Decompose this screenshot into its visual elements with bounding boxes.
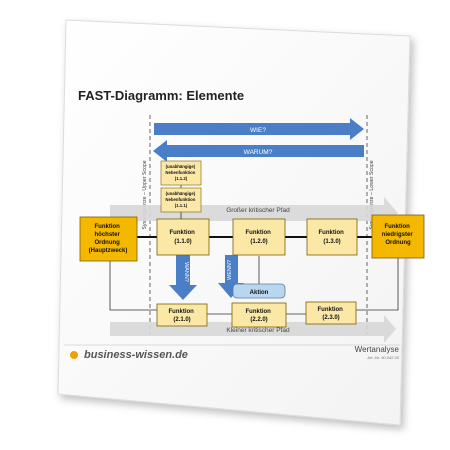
when-arrow-1 xyxy=(169,255,197,300)
footer-title: Wertanalyse xyxy=(354,345,399,354)
function-230-box: Funktion (2.3.0) xyxy=(305,301,357,325)
highest-line-4: (Hauptzweck) xyxy=(89,248,128,254)
lowest-line-1: Funktion xyxy=(385,224,411,230)
function-120-box: Funktion (1.2.0) xyxy=(232,218,286,256)
highest-order-function-box: Funktion höchster Ordnung (Hauptzweck) xyxy=(79,216,138,262)
f220-line-1: Funktion xyxy=(246,309,272,315)
svg-text:Funktion (1.1.0): Funktion (1.1.0) xyxy=(170,230,197,245)
function-210-box: Funktion (2.1.0) xyxy=(156,303,208,327)
side-function-111-box: (unabhängige) Nebenfunktion (1.1.1) xyxy=(160,187,202,213)
svg-text:Funktion höchster: Funktion höchster Ordnung (Hauptzweck) xyxy=(89,224,128,254)
document-title: FAST-Diagramm: Elemente xyxy=(78,88,245,103)
minor-critical-path-label: Kleiner kritischer Pfad xyxy=(226,327,290,334)
nf111-line-1: (unabhängige) xyxy=(166,191,196,196)
f130-line-2: (1.3.0) xyxy=(323,239,340,245)
nf111-line-2: Nebenfunktion xyxy=(165,197,195,202)
connector-low-right xyxy=(355,258,399,311)
when-arrow-2-label: WENN? xyxy=(227,260,233,280)
f130-line-1: Funktion xyxy=(319,230,345,236)
svg-text:Funktion (1.2.0): Funktion (1.2.0) xyxy=(246,230,273,245)
f120-line-1: Funktion xyxy=(246,230,272,236)
connector-low-left xyxy=(109,258,158,311)
f110-line-1: Funktion xyxy=(170,230,196,236)
action-box: Aktion xyxy=(232,283,286,299)
highest-line-2: höchster xyxy=(94,232,120,238)
svg-text:Funktion niedrigster: Funktion niedrigster Ordnung xyxy=(382,224,415,246)
side-function-112-box: (unabhängige) Nebenfunktion (1.1.2) xyxy=(160,160,202,186)
function-220-box: Funktion (2.2.0) xyxy=(231,302,287,328)
svg-text:Funktion (1.3.0): Funktion (1.3.0) xyxy=(319,230,346,245)
brand-dot-icon xyxy=(70,351,78,359)
footer-info: Wertanalyse Art.-Nr. 90.042.30 xyxy=(355,345,399,360)
function-130-box: Funktion (1.3.0) xyxy=(306,218,358,256)
major-critical-path-label: Großer kritischer Pfad xyxy=(226,207,290,214)
svg-text:(unabhängige) Nebenfunkt: (unabhängige) Nebenfunktion (1.1.1) xyxy=(165,191,196,208)
f110-line-2: (1.1.0) xyxy=(174,239,191,245)
lowest-line-3: Ordnung xyxy=(385,240,411,246)
highest-line-1: Funktion xyxy=(95,224,121,230)
when-arrow-1-label: WANN? xyxy=(183,262,189,282)
brand-logo: business-wissen.de xyxy=(70,349,188,361)
lowest-line-2: niedrigster xyxy=(382,232,414,238)
f220-line-2: (2.2.0) xyxy=(250,317,267,323)
f210-line-1: Funktion xyxy=(169,309,195,315)
action-label: Aktion xyxy=(250,290,269,296)
f230-line-2: (2.3.0) xyxy=(322,315,339,321)
brand-text: business-wissen.de xyxy=(84,349,188,361)
upper-scope-label: Systemgrenze – Upper Scope xyxy=(142,160,148,229)
how-arrow-label: WIE? xyxy=(250,127,266,134)
how-arrow xyxy=(154,118,364,140)
nf111-line-3: (1.1.1) xyxy=(175,203,188,208)
highest-line-3: Ordnung xyxy=(95,240,121,246)
f210-line-2: (2.1.0) xyxy=(173,317,190,323)
svg-text:Funktion (2.2.0): Funktion (2.2.0) xyxy=(246,309,273,323)
nf112-line-1: (unabhängige) xyxy=(166,164,196,169)
lowest-order-function-box: Funktion niedrigster Ordnung xyxy=(371,214,425,259)
svg-text:Funktion (2.3.0): Funktion (2.3.0) xyxy=(318,307,345,321)
why-arrow xyxy=(153,140,364,162)
why-arrow-label: WARUM? xyxy=(244,149,273,156)
f120-line-2: (1.2.0) xyxy=(250,239,267,245)
footer-article-number: Art.-Nr. 90.042.30 xyxy=(367,355,399,360)
svg-text:Funktion (2.1.0): Funktion (2.1.0) xyxy=(169,309,196,323)
f230-line-1: Funktion xyxy=(318,307,344,313)
nf112-line-2: Nebenfunktion xyxy=(165,170,195,175)
lower-scope-label: Systemgrenze – Lower Scope xyxy=(369,160,375,229)
svg-text:(unabhängige) Nebenfunkt: (unabhängige) Nebenfunktion (1.1.2) xyxy=(165,164,196,181)
function-110-box: Funktion (1.1.0) xyxy=(156,218,210,256)
nf112-line-3: (1.1.2) xyxy=(175,176,188,181)
